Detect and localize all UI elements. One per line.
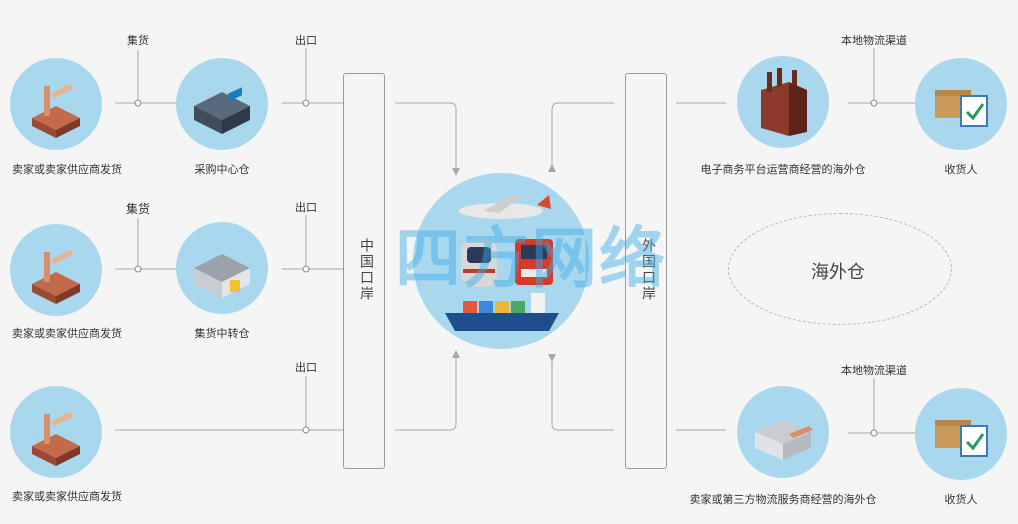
parcel-check-icon — [915, 58, 1007, 150]
warehouse-label-1: 采购中心仓 — [194, 163, 250, 176]
source-label-1: 卖家或卖家供应商发货 — [12, 163, 122, 176]
warehouse-icon — [176, 58, 268, 150]
source-label-3: 卖家或卖家供应商发货 — [12, 490, 122, 503]
source-label-2: 卖家或卖家供应商发货 — [12, 327, 122, 340]
foreign-port-box — [625, 73, 667, 469]
warehouse-label-2: 集货中转仓 — [194, 327, 250, 340]
airplane-icon — [459, 195, 551, 219]
logistics-building-icon — [737, 386, 829, 478]
overseas-warehouse-label-1: 电子商务平台运营商经营的海外仓 — [700, 163, 866, 176]
collect-label-1: 集货 — [127, 34, 149, 47]
office-building-icon — [737, 56, 829, 148]
factory-icon — [10, 224, 102, 316]
foreign-port-label: 外国口岸 — [640, 238, 656, 302]
overseas-warehouse-oval — [728, 213, 952, 325]
receiver-label-1: 收货人 — [944, 163, 978, 176]
train-icon — [461, 239, 497, 287]
receiver-label-2: 收货人 — [944, 493, 978, 506]
local-channel-label-2: 本地物流渠道 — [841, 364, 907, 377]
parcel-check-icon — [915, 388, 1007, 480]
factory-icon — [10, 386, 102, 478]
overseas-warehouse-label-2: 卖家或第三方物流服务商经营的海外仓 — [689, 493, 877, 506]
china-port-box — [343, 73, 385, 469]
china-port-label: 中国口岸 — [358, 238, 374, 302]
collect-label-2: 集货 — [125, 202, 151, 216]
truck-icon — [515, 239, 553, 285]
export-label-1: 出口 — [295, 34, 317, 47]
overseas-warehouse-oval-label: 海外仓 — [811, 262, 865, 283]
warehouse-icon — [176, 222, 268, 314]
watermark-logo: 四方网络 — [395, 220, 667, 297]
transport-hub — [413, 173, 589, 349]
cargo-ship-icon — [445, 293, 559, 331]
export-label-2: 出口 — [295, 201, 317, 214]
local-channel-label-1: 本地物流渠道 — [841, 34, 907, 47]
factory-icon — [10, 58, 102, 150]
export-label-3: 出口 — [295, 361, 317, 374]
